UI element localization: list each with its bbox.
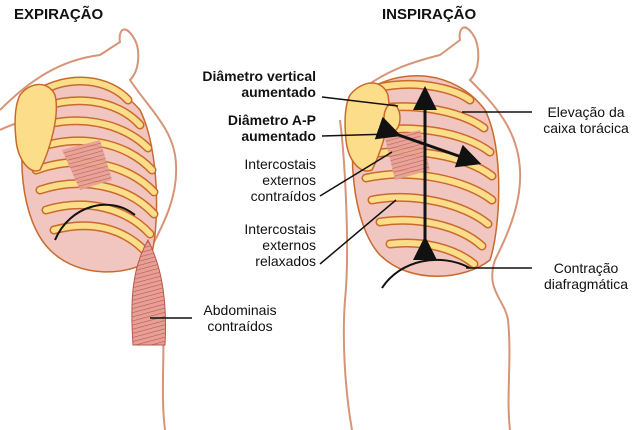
label-diaphragm-contraction: Contração diafragmática (534, 260, 638, 292)
right-sternum (384, 104, 400, 132)
title-inspiration: INSPIRAÇÃO (382, 6, 476, 23)
right-back-outline (340, 120, 352, 430)
title-expiration: EXPIRAÇÃO (14, 6, 103, 23)
label-abdominals: Abdominais contraídos (194, 302, 286, 334)
label-ap-diameter: Diâmetro A-P aumentado (160, 112, 316, 144)
label-intercostals-contracted: Intercostais externos contraídos (190, 156, 316, 204)
label-rib-elevation: Elevação da caixa torácica (534, 104, 638, 136)
label-vertical-diameter: Diâmetro vertical aumentado (160, 68, 316, 100)
label-intercostals-relaxed: Intercostais externos relaxados (190, 221, 316, 269)
inspiration-figure (320, 27, 532, 430)
